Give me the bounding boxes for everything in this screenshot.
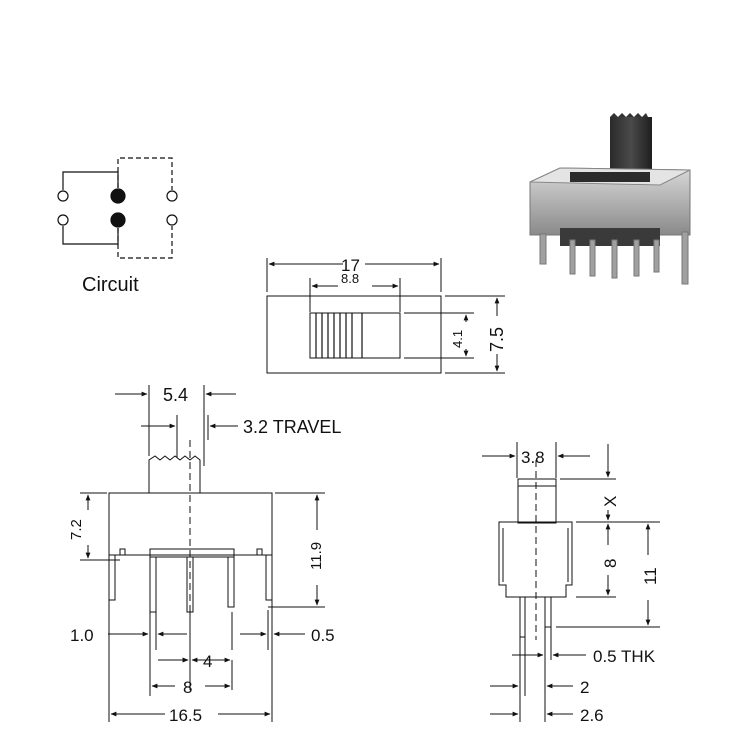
- dim-8: 8: [183, 678, 192, 697]
- dim-4-1: 4.1: [450, 330, 465, 348]
- dim-2-6: 2.6: [580, 706, 604, 725]
- dim-2: 2: [580, 678, 589, 697]
- dim-x: X: [601, 496, 620, 507]
- circuit-label: Circuit: [82, 274, 139, 296]
- top-view: [266, 258, 505, 374]
- dim-7-2: 7.2: [68, 519, 85, 540]
- dim-3-8: 3.8: [521, 448, 545, 467]
- side-view: [482, 442, 660, 722]
- dim-8-side: 8: [601, 559, 620, 568]
- dim-4: 4: [203, 652, 212, 671]
- dim-7-5: 7.5: [487, 327, 507, 352]
- dim-8-8: 8.8: [341, 271, 359, 286]
- dim-17: 17: [341, 256, 360, 275]
- dim-0-5-thk: 0.5 THK: [593, 647, 656, 666]
- dim-11: 11: [641, 567, 660, 585]
- dim-11-9: 11.9: [308, 542, 325, 570]
- dim-5-4: 5.4: [163, 385, 188, 405]
- dim-16-5: 16.5: [169, 706, 202, 725]
- circuit-diagram: [57, 157, 178, 259]
- front-view: [80, 385, 325, 722]
- dim-travel: 3.2 TRAVEL: [243, 417, 341, 437]
- dim-0-5: 0.5: [311, 626, 335, 645]
- switch-photo: [529, 113, 691, 285]
- dim-1-0: 1.0: [70, 626, 94, 645]
